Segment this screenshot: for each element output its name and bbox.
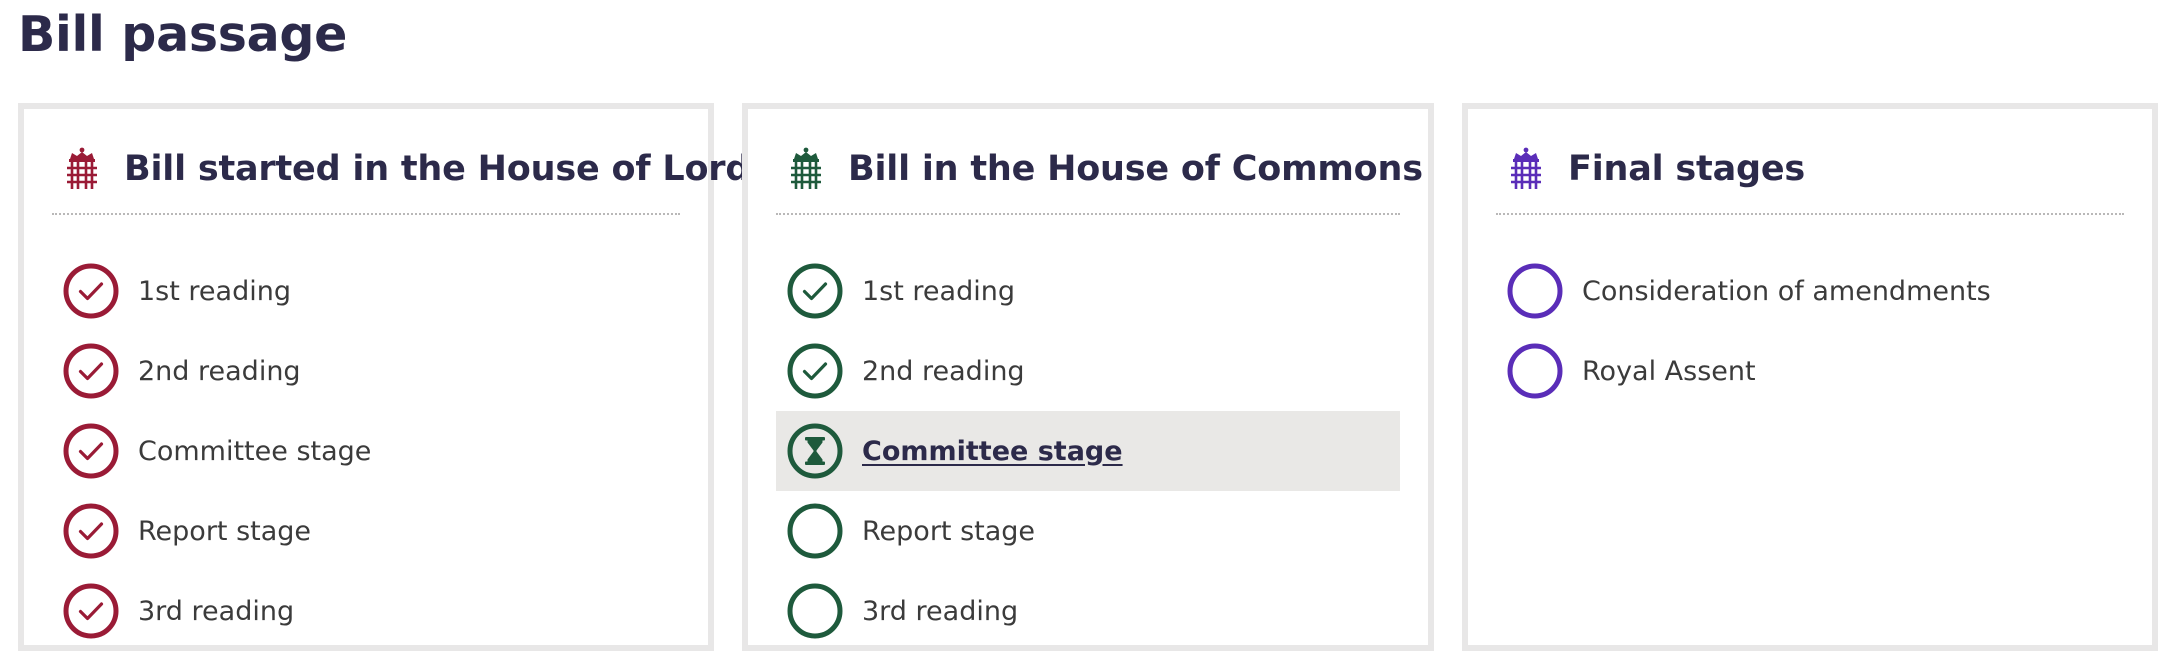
lords-panel-header: Bill started in the House of Lords (52, 137, 771, 215)
check-circle-icon (63, 583, 119, 639)
check-circle-icon (787, 343, 843, 399)
stage-label: 3rd reading (862, 595, 1019, 627)
stage-item: 2nd reading (776, 331, 1400, 411)
committee-stage-link[interactable]: Committee stage (862, 435, 1123, 467)
check-circle-icon (63, 263, 119, 319)
page-title: Bill passage (18, 6, 348, 63)
final-stage-list: Consideration of amendments Royal Assent (1496, 251, 2124, 411)
hourglass-icon (787, 423, 843, 479)
empty-circle-icon (1507, 263, 1563, 319)
stage-item: 1st reading (776, 251, 1400, 331)
stage-label: Report stage (862, 515, 1036, 547)
stage-item: Report stage (776, 491, 1400, 571)
lords-panel-title: Bill started in the House of Lords (124, 149, 771, 189)
stage-item: Report stage (52, 491, 680, 571)
stage-label: Report stage (138, 515, 312, 547)
commons-stages-panel: Bill in the House of Commons 1st reading… (742, 103, 1434, 651)
stage-label: Consideration of amendments (1582, 275, 1991, 307)
stage-label: 1st reading (862, 275, 1015, 307)
stage-label: Committee stage (138, 435, 372, 467)
stage-item: Committee stage (52, 411, 680, 491)
stage-label: 2nd reading (862, 355, 1025, 387)
portcullis-icon (1511, 147, 1541, 189)
commons-panel-title: Bill in the House of Commons (848, 149, 1423, 189)
stage-item: Royal Assent (1496, 331, 2124, 411)
empty-circle-icon (787, 503, 843, 559)
lords-stage-list: 1st reading 2nd reading Committee stage … (52, 251, 680, 651)
current-stage-item: Committee stage (776, 411, 1400, 491)
stage-label: 3rd reading (138, 595, 295, 627)
stage-label: 2nd reading (138, 355, 301, 387)
stage-item: 3rd reading (52, 571, 680, 651)
stage-label: Royal Assent (1582, 355, 1756, 387)
final-panel-title: Final stages (1568, 149, 1806, 189)
commons-panel-header: Bill in the House of Commons (776, 137, 1423, 215)
portcullis-icon (67, 147, 97, 189)
stage-label: 1st reading (138, 275, 291, 307)
stage-item: 1st reading (52, 251, 680, 331)
stage-item: 2nd reading (52, 331, 680, 411)
final-stages-panel: Final stages Consideration of amendments… (1462, 103, 2158, 651)
check-circle-icon (63, 343, 119, 399)
lords-stages-panel: Bill started in the House of Lords 1st r… (18, 103, 771, 651)
stage-item: 3rd reading (776, 571, 1400, 651)
empty-circle-icon (1507, 343, 1563, 399)
check-circle-icon (787, 263, 843, 319)
portcullis-icon (791, 147, 821, 189)
check-circle-icon (63, 423, 119, 479)
check-circle-icon (63, 503, 119, 559)
empty-circle-icon (787, 583, 843, 639)
commons-stage-list: 1st reading 2nd reading Committee stage … (776, 251, 1400, 651)
final-panel-header: Final stages (1496, 137, 2124, 215)
stage-item: Consideration of amendments (1496, 251, 2124, 331)
